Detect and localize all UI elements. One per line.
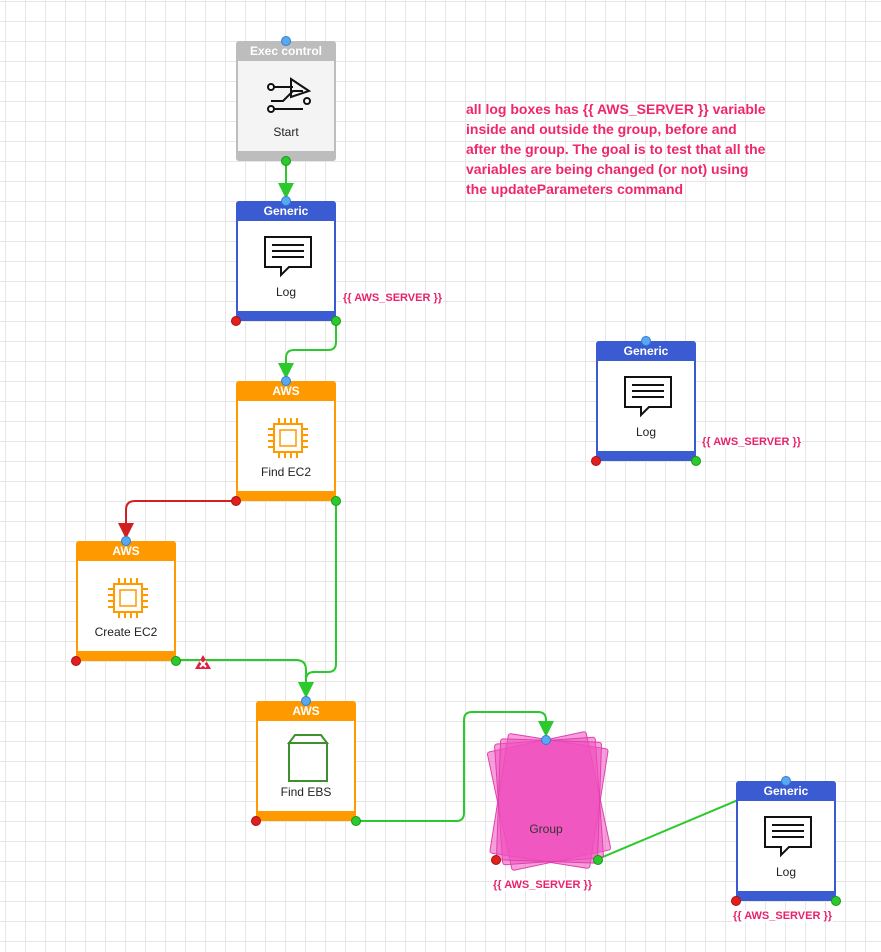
log1-success-port[interactable] bbox=[331, 316, 341, 326]
create-ec2-error-port[interactable] bbox=[71, 656, 81, 666]
group-sheet bbox=[495, 738, 603, 864]
ebs-volume-icon bbox=[283, 733, 333, 783]
node-header: AWS bbox=[76, 541, 176, 561]
annotation-note[interactable]: all log boxes has {{ AWS_SERVER }} varia… bbox=[466, 99, 826, 199]
note-line: variables are being changed (or not) usi… bbox=[466, 161, 749, 177]
node-label: Create EC2 bbox=[94, 625, 158, 639]
node-header: Generic bbox=[596, 341, 696, 361]
edge-log-to-find-ec2 bbox=[278, 322, 337, 379]
group-input-port[interactable] bbox=[541, 735, 551, 745]
find-ebs-success-port[interactable] bbox=[351, 816, 361, 826]
group-node[interactable] bbox=[480, 730, 620, 872]
log-icon bbox=[763, 813, 813, 863]
exec-control-start-node[interactable]: Exec control Start bbox=[236, 41, 336, 161]
group-success-port[interactable] bbox=[593, 855, 603, 865]
find-ec2-success-port[interactable] bbox=[331, 496, 341, 506]
edge-find-ec2-to-create-ec2 bbox=[118, 500, 235, 539]
variable-tag: {{ AWS_SERVER }} bbox=[492, 879, 594, 891]
log-standalone-error-port[interactable] bbox=[591, 456, 601, 466]
log-node-standalone[interactable]: Generic Log bbox=[596, 341, 696, 461]
node-header: Exec control bbox=[236, 41, 336, 61]
exec-start-input-port[interactable] bbox=[281, 36, 291, 46]
node-header: AWS bbox=[236, 381, 336, 401]
log1-input-port[interactable] bbox=[281, 196, 291, 206]
ec2-chip-icon bbox=[263, 413, 313, 463]
log-node-after-group[interactable]: Generic Log bbox=[736, 781, 836, 901]
create-ec2-success-port[interactable] bbox=[171, 656, 181, 666]
node-header: AWS bbox=[256, 701, 356, 721]
group-label: Group bbox=[529, 822, 563, 836]
node-footer bbox=[736, 891, 836, 901]
find-ebs-input-port[interactable] bbox=[301, 696, 311, 706]
find-ec2-node[interactable]: AWS Find EC2 bbox=[236, 381, 336, 501]
node-footer bbox=[236, 491, 336, 501]
node-footer bbox=[76, 651, 176, 661]
note-line: after the group. The goal is to test tha… bbox=[466, 141, 766, 157]
node-label: Log bbox=[275, 285, 297, 299]
log-standalone-success-port[interactable] bbox=[691, 456, 701, 466]
create-ec2-node[interactable]: AWS Create EC2 bbox=[76, 541, 176, 661]
node-label: Start bbox=[273, 125, 299, 139]
log-after-input-port[interactable] bbox=[781, 776, 791, 786]
variable-tag: {{ AWS_SERVER }} bbox=[342, 292, 444, 304]
note-line: all log boxes has {{ AWS_SERVER }} varia… bbox=[466, 101, 766, 117]
note-line: the updateParameters command bbox=[466, 181, 684, 197]
log1-error-port[interactable] bbox=[231, 316, 241, 326]
ec2-chip-icon bbox=[103, 573, 153, 623]
find-ec2-input-port[interactable] bbox=[281, 376, 291, 386]
node-label: Find EC2 bbox=[260, 465, 312, 479]
node-footer bbox=[236, 311, 336, 321]
log-icon bbox=[623, 373, 673, 423]
node-label: Log bbox=[775, 865, 797, 879]
find-ec2-error-port[interactable] bbox=[231, 496, 241, 506]
log-after-success-port[interactable] bbox=[831, 896, 841, 906]
log-after-error-port[interactable] bbox=[731, 896, 741, 906]
delete-connection-icon[interactable] bbox=[194, 654, 212, 670]
node-header: Generic bbox=[236, 201, 336, 221]
log-standalone-input-port[interactable] bbox=[641, 336, 651, 346]
edge-find-ec2-to-find-ebs bbox=[298, 502, 337, 698]
variable-tag: {{ AWS_SERVER }} bbox=[732, 910, 834, 922]
log-icon bbox=[263, 233, 313, 283]
node-footer bbox=[596, 451, 696, 461]
node-footer bbox=[256, 811, 356, 821]
note-line: inside and outside the group, before and bbox=[466, 121, 737, 137]
find-ebs-error-port[interactable] bbox=[251, 816, 261, 826]
flow-start-icon bbox=[263, 73, 313, 123]
create-ec2-input-port[interactable] bbox=[121, 536, 131, 546]
node-label: Find EBS bbox=[280, 785, 332, 799]
node-label: Log bbox=[635, 425, 657, 439]
log-node-1[interactable]: Generic Log bbox=[236, 201, 336, 321]
group-error-port[interactable] bbox=[491, 855, 501, 865]
node-header: Generic bbox=[736, 781, 836, 801]
find-ebs-node[interactable]: AWS Find EBS bbox=[256, 701, 356, 821]
exec-start-success-port[interactable] bbox=[281, 156, 291, 166]
variable-tag: {{ AWS_SERVER }} bbox=[701, 436, 803, 448]
